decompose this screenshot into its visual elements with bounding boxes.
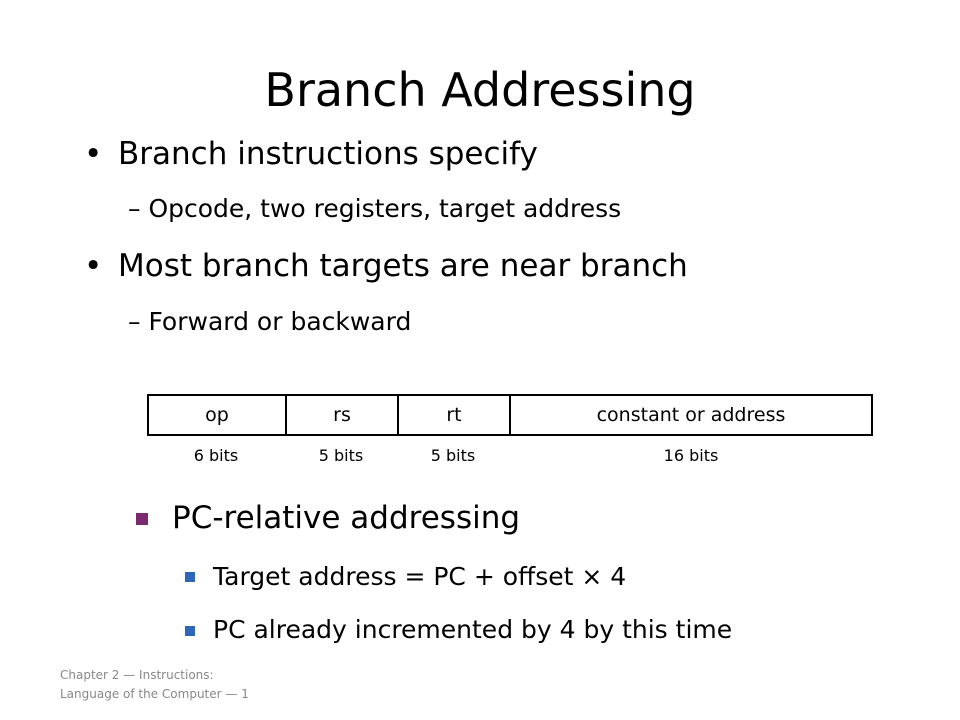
square-bullet-icon bbox=[185, 626, 195, 636]
bits-rt: 5 bits bbox=[430, 446, 476, 465]
bits-rs: 5 bits bbox=[318, 446, 364, 465]
field-rt: rt bbox=[399, 396, 511, 434]
slide-footer: Chapter 2 — Instructions: Language of th… bbox=[60, 666, 249, 704]
field-rs: rs bbox=[287, 396, 399, 434]
footer-line-1: Chapter 2 — Instructions: bbox=[60, 668, 214, 682]
field-op: op bbox=[149, 396, 287, 434]
pc-relative-heading: PC-relative addressing bbox=[172, 500, 521, 536]
instruction-format-table: op rs rt constant or address bbox=[147, 394, 873, 436]
bits-op: 6 bits bbox=[193, 446, 239, 465]
square-bullet-icon bbox=[185, 572, 195, 582]
pc-item-target-address: Target address = PC + offset × 4 bbox=[213, 562, 627, 591]
bits-constant: 16 bits bbox=[663, 446, 719, 465]
bullet-text: Most branch targets are near branch bbox=[118, 248, 688, 284]
bullet-dot-icon: • bbox=[84, 248, 103, 284]
square-bullet-icon bbox=[136, 513, 148, 525]
slide-title: Branch Addressing bbox=[264, 63, 696, 117]
bullet-text: Branch instructions specify bbox=[118, 136, 538, 172]
field-constant: constant or address bbox=[596, 404, 786, 426]
bullet-dot-icon: • bbox=[84, 136, 103, 172]
sub-bullet-forward: – Forward or backward bbox=[128, 307, 412, 336]
footer-line-2: Language of the Computer — 1 bbox=[60, 687, 249, 701]
sub-bullet-opcode: – Opcode, two registers, target address bbox=[128, 194, 622, 223]
pc-item-incremented: PC already incremented by 4 by this time bbox=[213, 615, 733, 644]
